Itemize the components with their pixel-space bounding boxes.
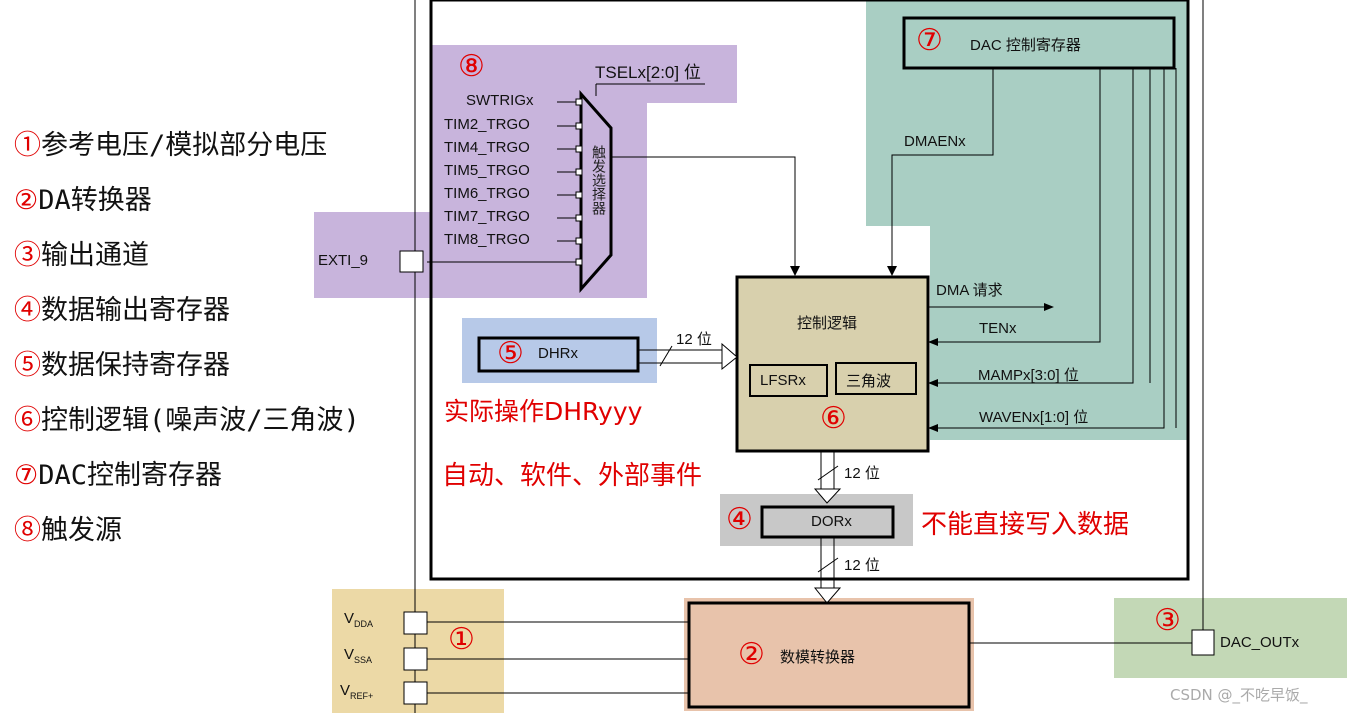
legend-num: ③ <box>14 240 41 271</box>
pin-sub: REF+ <box>350 691 374 701</box>
waven-label: WAVENx[1:0] 位 <box>979 409 1089 426</box>
output-number: ③ <box>1154 603 1181 638</box>
legend-text: DAC控制寄存器 <box>38 460 222 491</box>
dor-bits-out-label: 12 位 <box>844 557 880 574</box>
control-logic-title: 控制逻辑 <box>797 315 858 332</box>
dhr-number: ⑤ <box>497 336 524 371</box>
legend-item-3: ③输出通道 <box>14 233 149 272</box>
lfsr-label: LFSRx <box>760 372 806 389</box>
legend-text: 数据保持寄存器 <box>41 350 230 381</box>
dac-out-label: DAC_OUTx <box>1220 634 1300 651</box>
pin-main: V <box>344 610 355 627</box>
dor-box <box>760 505 895 539</box>
legend-text: 数据输出寄存器 <box>41 295 230 326</box>
dhr-note: 实际操作DHRyyy <box>444 397 643 426</box>
vref-plus-label: VREF+ <box>340 682 373 701</box>
pin-main: V <box>344 646 355 663</box>
exti-pin <box>399 250 424 273</box>
pin-main: V <box>340 682 351 699</box>
legend-item-8: ⑧触发源 <box>14 508 122 547</box>
lfsr-box <box>749 364 828 397</box>
trigger-input-tim4: TIM4_TRGO <box>444 139 530 156</box>
pin-sub: SSA <box>354 655 373 665</box>
trigger-input-tim8: TIM8_TRGO <box>444 231 530 248</box>
tri-box <box>835 362 917 395</box>
legend-item-1: ①参考电压/模拟部分电压 <box>14 123 327 162</box>
legend-text: DA转换器 <box>38 185 152 216</box>
legend-text: 控制逻辑(噪声波/三角波) <box>41 405 360 436</box>
mux-label: 触发选择器 <box>590 145 606 215</box>
legend-num: ② <box>14 185 39 216</box>
legend-text: 触发源 <box>41 515 122 546</box>
converter-number: ② <box>738 637 765 672</box>
control-logic-number: ⑥ <box>820 401 847 436</box>
converter-box <box>687 601 971 709</box>
legend-num: ⑦ <box>14 460 39 491</box>
dac-frame <box>429 0 1190 581</box>
trigger-input-tim7: TIM7_TRGO <box>444 208 530 225</box>
trigger-region <box>430 45 737 103</box>
trigger-input-tim5: TIM5_TRGO <box>444 162 530 179</box>
dor-label: DORx <box>811 513 852 530</box>
dmaen-label: DMAENx <box>904 133 966 150</box>
tri-label: 三角波 <box>846 373 892 390</box>
trigger-input-tim2: TIM2_TRGO <box>444 116 530 133</box>
legend-num: ⑧ <box>14 515 41 546</box>
dor-note: 不能直接写入数据 <box>921 510 1130 540</box>
exti-label: EXTI_9 <box>318 252 369 269</box>
ctrl-reg-region-lower <box>930 226 1188 440</box>
vssa-label: VSSA <box>344 646 372 665</box>
dac-out-pin <box>1191 629 1215 656</box>
dhr-bits-label: 12 位 <box>676 331 712 348</box>
ctrl-reg-number: ⑦ <box>916 23 943 58</box>
ctrl-reg-box <box>902 16 1176 70</box>
dhr-label: DHRx <box>538 345 578 362</box>
mamp-label: MAMPx[3:0] 位 <box>978 367 1079 384</box>
legend-num: ④ <box>14 295 41 326</box>
legend-item-2: ②DA转换器 <box>14 178 152 217</box>
legend-num: ⑤ <box>14 350 41 381</box>
legend-num: ⑥ <box>14 405 41 436</box>
trigger-input-swtrig: SWTRIGx <box>466 92 534 109</box>
trigger-note: 自动、软件、外部事件 <box>442 461 703 491</box>
pin-sub: DDA <box>354 619 374 629</box>
legend-num: ① <box>14 130 41 161</box>
dhr-box <box>477 336 640 373</box>
vref-number: ① <box>448 622 475 657</box>
ctrl-reg-label: DAC 控制寄存器 <box>970 37 1081 54</box>
legend-item-4: ④数据输出寄存器 <box>14 288 230 327</box>
output-region <box>1114 598 1347 678</box>
trigger-number: ⑧ <box>458 49 485 84</box>
legend-item-6: ⑥控制逻辑(噪声波/三角波) <box>14 398 360 437</box>
legend-item-5: ⑤数据保持寄存器 <box>14 343 230 382</box>
legend-text: 参考电压/模拟部分电压 <box>41 130 328 161</box>
trigger-mux <box>579 90 613 293</box>
legend-text: 输出通道 <box>41 240 149 271</box>
watermark: CSDN @_不吃早饭_ <box>1170 686 1308 704</box>
trigger-input-tim6: TIM6_TRGO <box>444 185 530 202</box>
legend-item-7: ⑦DAC控制寄存器 <box>14 453 222 492</box>
dor-number: ④ <box>726 502 753 537</box>
dma-request-label: DMA 请求 <box>936 282 1003 299</box>
ten-label: TENx <box>979 320 1017 337</box>
dor-bits-in-label: 12 位 <box>844 465 880 482</box>
vdda-label: VDDA <box>344 610 373 629</box>
converter-label: 数模转换器 <box>780 649 856 666</box>
tsel-label: TSELx[2:0] 位 <box>595 63 701 82</box>
